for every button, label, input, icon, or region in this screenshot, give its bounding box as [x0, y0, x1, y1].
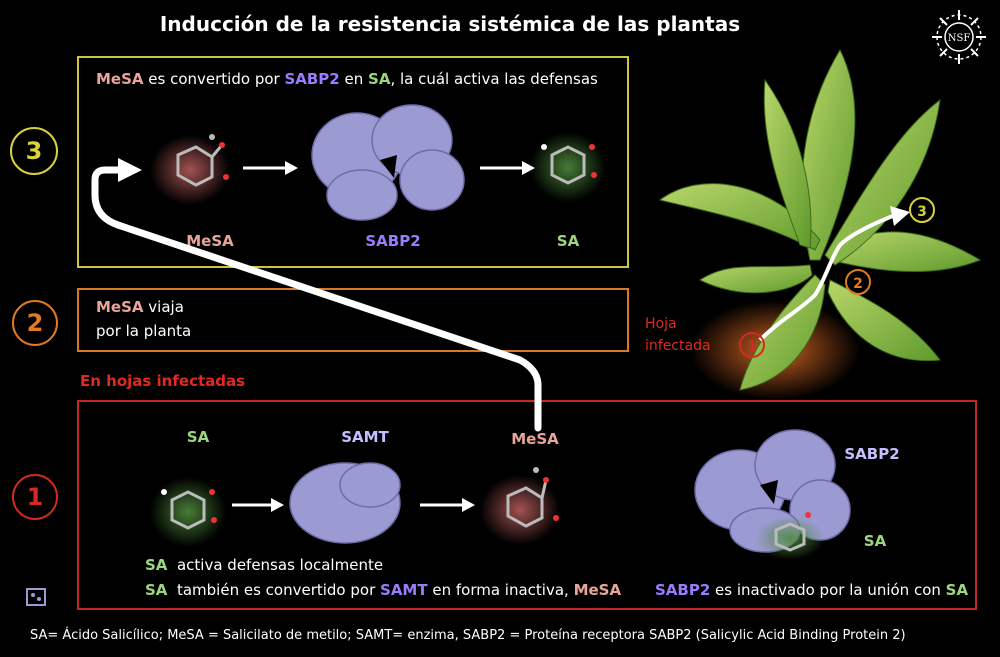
step-1-line3: SABP2 es inactivado por la unión con SA: [655, 581, 969, 599]
step-2-line2: por la planta: [96, 322, 192, 340]
samt-enzyme: [289, 462, 401, 544]
step-2-badge: 2: [12, 300, 58, 346]
svg-text:2: 2: [853, 276, 863, 292]
label-samt: SAMT: [341, 428, 389, 446]
step-1-line2: SA también es convertido por SAMT en for…: [145, 581, 622, 599]
sabp2-sa-complex: [694, 429, 851, 560]
label-sa-step3: SA: [556, 232, 580, 250]
svg-text:NSF: NSF: [948, 33, 971, 44]
label-sa-step1: SA: [186, 428, 210, 446]
step-1-box: [77, 400, 977, 610]
step-1-line1: SA activa defensas localmente: [145, 556, 384, 574]
step-2-line1: MeSA viaja: [96, 298, 184, 316]
step-3-sentence: MeSA es convertido por SABP2 en SA, la c…: [96, 70, 598, 88]
sa-molecule-step1: [150, 477, 226, 547]
arrow-1a: [232, 497, 284, 517]
infected-leaves-header: En hojas infectadas: [80, 372, 246, 390]
mesa-molecule-step3: [150, 134, 230, 205]
infected-leaf-label-2: infectada: [645, 338, 711, 354]
arrow-3a: [243, 160, 298, 180]
sa-molecule-step3: [530, 132, 606, 202]
infected-leaf-label-1: Hoja: [645, 316, 677, 332]
step-1-badge: 1: [12, 474, 58, 520]
label-sabp2-step3: SABP2: [365, 232, 421, 250]
page-title: Inducción de la resistencia sistémica de…: [159, 12, 741, 36]
step-2-box: [77, 288, 629, 352]
step-3-badge: 3: [10, 127, 58, 175]
nsf-logo: NSF: [930, 8, 988, 66]
footer-legend: SA= Ácido Salicílico; MeSA = Salicilato …: [30, 628, 906, 643]
tobacco-plant-image: 1 2 3: [658, 48, 982, 400]
small-glyph-icon: [26, 588, 46, 606]
svg-text:1: 1: [747, 339, 757, 355]
svg-text:3: 3: [917, 204, 927, 220]
mesa-molecule-step1: [480, 467, 560, 545]
label-mesa-step1: MeSA: [511, 430, 559, 448]
arrow-1b: [420, 497, 475, 517]
arrow-3b: [480, 160, 535, 180]
sabp2-protein-step3: [311, 104, 465, 221]
label-sa-bound: SA: [863, 532, 887, 550]
label-mesa-step3: MeSA: [186, 232, 234, 250]
step-3-box: [77, 56, 629, 268]
label-sabp2-step1: SABP2: [844, 445, 900, 463]
